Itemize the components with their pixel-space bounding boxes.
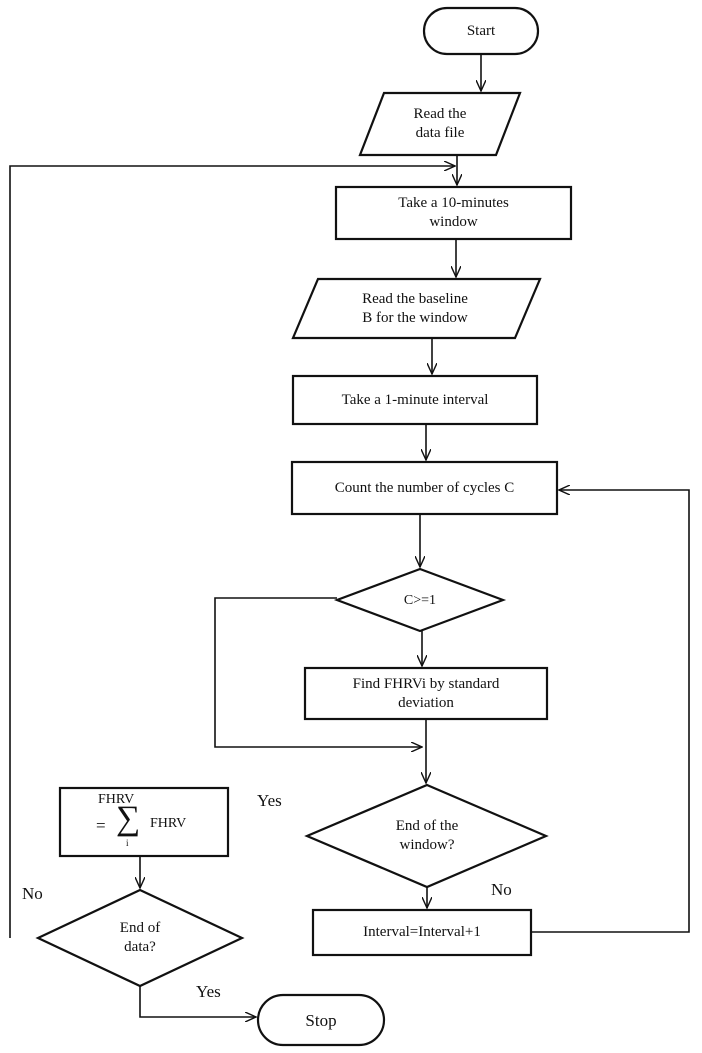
read-data-file-label: Read the data file bbox=[413, 106, 467, 141]
interval-increment-label: Interval=Interval+1 bbox=[363, 924, 481, 940]
fhrv-sum-equals: = bbox=[96, 816, 106, 835]
stop-terminal bbox=[256, 993, 386, 1047]
take-10min-window-box bbox=[334, 185, 573, 241]
read-data-file-io bbox=[358, 91, 522, 157]
yes-data-label: Yes bbox=[196, 982, 221, 1001]
fhrv-sum-index: i bbox=[126, 838, 129, 848]
fhrv-sum-formula: FHRV = ∑ i FHRV bbox=[60, 788, 228, 856]
find-fhrvi-label: Find FHRVi by standard deviation bbox=[352, 675, 500, 711]
no-window-label: No bbox=[491, 880, 512, 899]
take-10min-window-label: Take a 10-minutes window bbox=[398, 195, 509, 230]
take-1min-interval-box bbox=[291, 374, 539, 426]
arrow-loop-no-data bbox=[9, 166, 455, 938]
arrow-enddata-to-stop bbox=[139, 986, 256, 1017]
no-data-label: No bbox=[22, 884, 43, 903]
fhrv-sum-term: FHRV bbox=[150, 816, 187, 831]
arrow-c-bypass bbox=[214, 597, 422, 747]
end-of-window-label: End of the window? bbox=[395, 818, 459, 853]
end-of-data-label: End of data? bbox=[119, 920, 161, 955]
c-ge-1-decision bbox=[333, 567, 507, 633]
start-label: Start bbox=[466, 22, 496, 39]
read-baseline-label: Read the baseline B for the window bbox=[362, 290, 468, 326]
c-ge-1-label: C>=1 bbox=[403, 592, 437, 608]
arrow-increment-loop bbox=[531, 490, 690, 933]
fhrv-sum-box bbox=[58, 786, 230, 858]
count-cycles-label: Count the number of cycles C bbox=[334, 479, 515, 496]
read-baseline-io bbox=[291, 277, 542, 340]
stop-label: Stop bbox=[305, 1010, 337, 1030]
yes-window-label: Yes bbox=[257, 791, 282, 810]
fhrv-sum-head: FHRV bbox=[98, 792, 135, 807]
take-1min-interval-label: Take a 1-minute interval bbox=[341, 391, 489, 408]
count-cycles-box bbox=[290, 460, 559, 516]
sigma-icon: ∑ bbox=[116, 800, 141, 837]
